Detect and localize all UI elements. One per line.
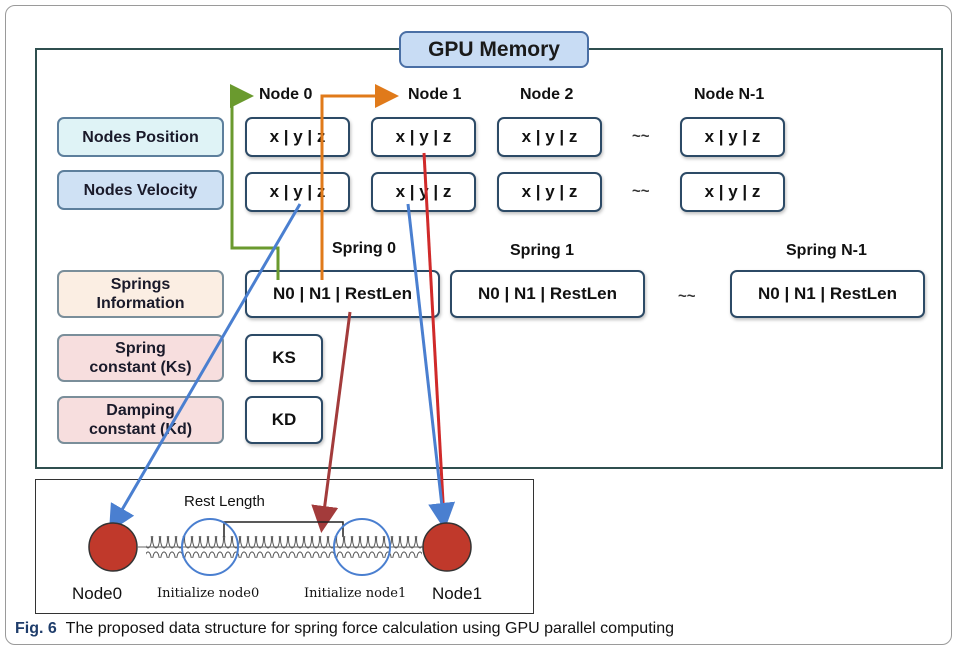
position-cell-1: x | y | z	[371, 117, 476, 157]
red-line-node1	[422, 152, 446, 521]
rest-length-bracket	[223, 521, 344, 537]
darkred-arrow-restlen	[311, 311, 352, 533]
node0-label: Node0	[72, 584, 123, 603]
velocity-cell-1: x | y | z	[371, 172, 476, 212]
green-arrow	[230, 84, 280, 280]
label-springs-information: Springs Information	[57, 270, 224, 318]
blue-arrow-node0	[108, 203, 302, 533]
label-nodes-position: Nodes Position	[57, 117, 224, 157]
blue-arrow-node1	[406, 203, 456, 530]
spring-cell-1: N0 | N1 | RestLen	[450, 270, 645, 318]
node1-label: Node1	[432, 584, 483, 603]
initialize-node0-circle	[181, 518, 239, 576]
velocity-cell-2: x | y | z	[497, 172, 602, 212]
orange-arrow	[320, 84, 399, 280]
spring-header-n-1: Spring N-1	[786, 242, 867, 259]
velocity-ellipsis: ~~	[632, 183, 650, 200]
caption-figure-number: Fig. 6	[15, 620, 57, 637]
initialize-node1-circle	[333, 518, 391, 576]
spring-ellipsis: ~~	[678, 288, 696, 305]
spring-header-1: Spring 1	[510, 242, 575, 259]
position-ellipsis: ~~	[632, 128, 650, 145]
initialize-node0-label: Initialize node0	[157, 586, 260, 601]
rest-length-label: Rest Length	[184, 493, 265, 510]
kd-cell: KD	[245, 396, 323, 444]
figure-caption: Fig. 6 The proposed data structure for s…	[15, 620, 674, 638]
node-header-n-1: Node N-1	[694, 86, 765, 103]
node1-circle	[422, 522, 472, 572]
position-cell-0: x | y | z	[245, 117, 350, 157]
label-damping-constant: Damping constant (Kd)	[57, 396, 224, 444]
label-spring-constant: Spring constant (Ks)	[57, 334, 224, 382]
ks-cell: KS	[245, 334, 323, 382]
node-header-2: Node 2	[520, 86, 574, 103]
position-cell-n-1: x | y | z	[680, 117, 785, 157]
caption-text: The proposed data structure for spring f…	[65, 620, 674, 637]
position-cell-2: x | y | z	[497, 117, 602, 157]
gpu-memory-title: GPU Memory	[399, 31, 589, 68]
velocity-cell-n-1: x | y | z	[680, 172, 785, 212]
initialize-node1-label: Initialize node1	[304, 586, 407, 601]
node0-circle	[88, 522, 138, 572]
node-header-1: Node 1	[408, 86, 462, 103]
label-nodes-velocity: Nodes Velocity	[57, 170, 224, 210]
node-header-0: Node 0	[259, 86, 313, 103]
spring-cell-n-1: N0 | N1 | RestLen	[730, 270, 925, 318]
spring-header-0: Spring 0	[332, 240, 397, 257]
figure-frame	[5, 5, 952, 645]
